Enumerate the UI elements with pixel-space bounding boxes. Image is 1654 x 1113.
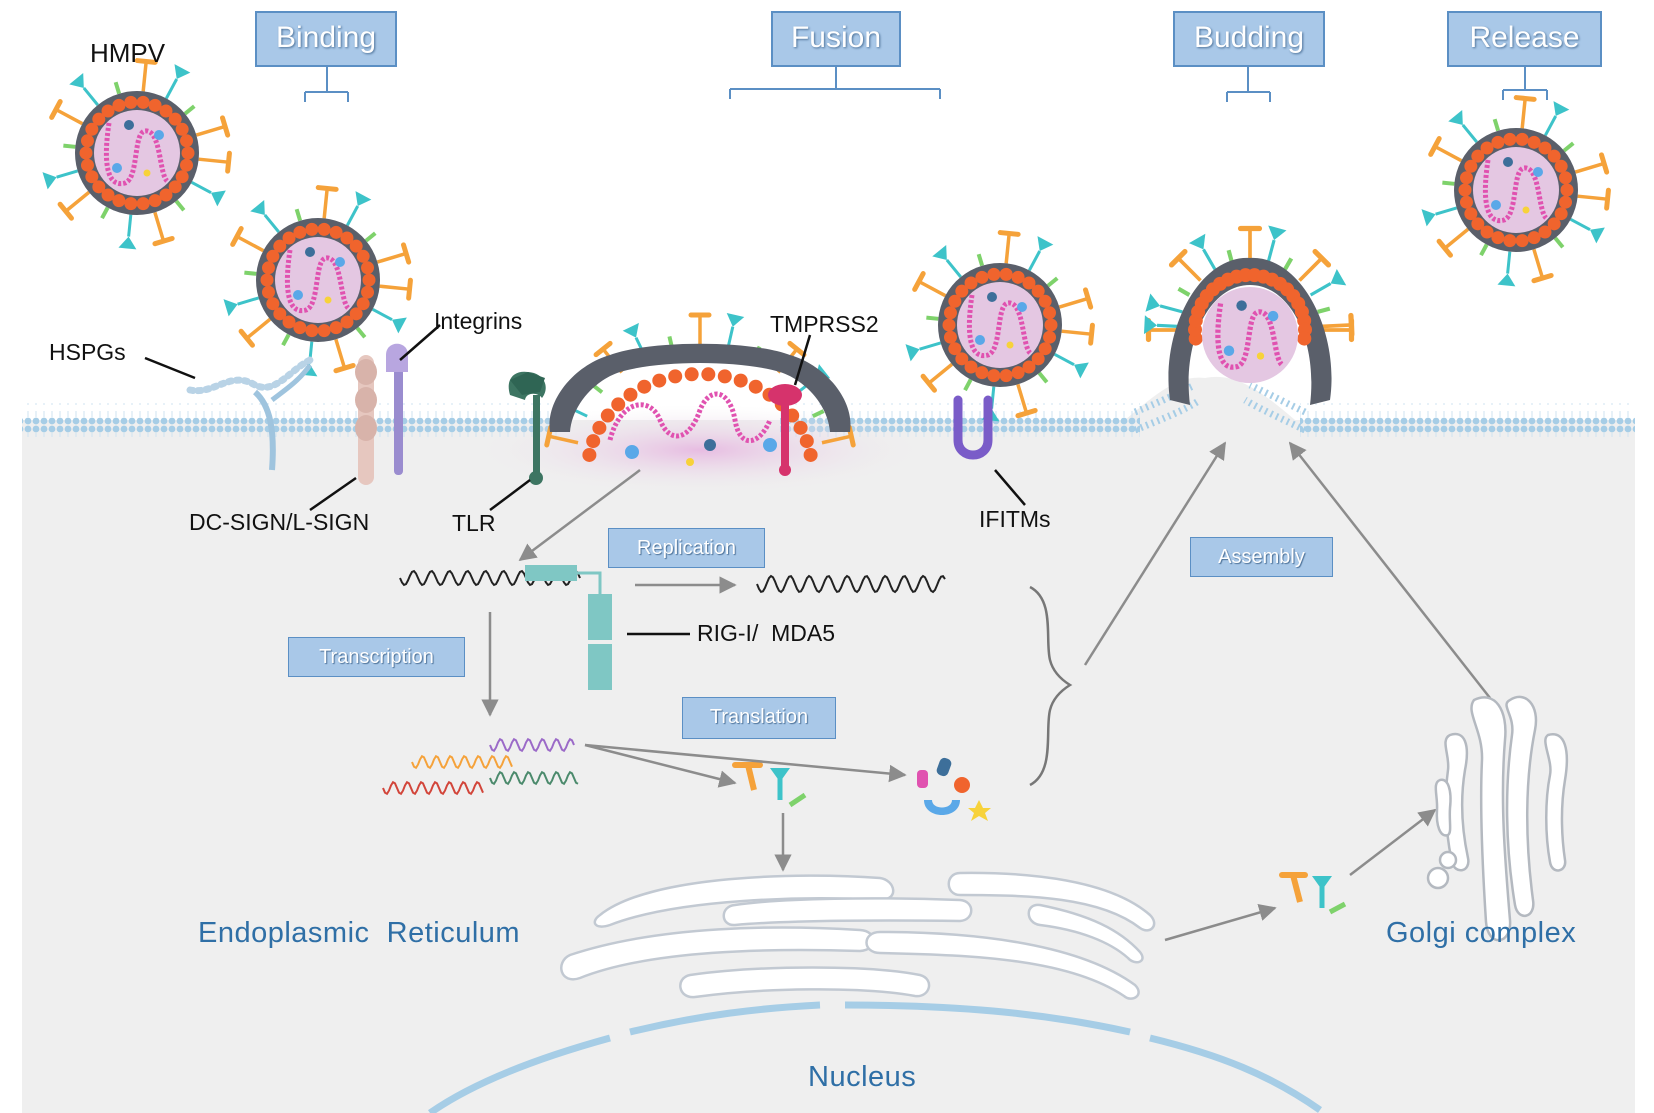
glycoproteins-er xyxy=(732,762,807,808)
process-translation: Translation xyxy=(682,697,836,739)
tmprss2-receptor xyxy=(768,384,802,476)
label-nucleus: Nucleus xyxy=(808,1061,917,1093)
dc-sign-receptor xyxy=(355,355,377,485)
stage-budding: Budding xyxy=(1173,11,1325,67)
hspgs-receptor xyxy=(186,356,314,471)
stage-binding: Binding xyxy=(255,11,397,67)
virus-free-hmpv xyxy=(42,58,232,250)
virus-fusion xyxy=(544,312,856,466)
virus-ifitms xyxy=(905,230,1095,422)
rig-i-mda5 xyxy=(525,565,612,690)
process-transcription: Transcription xyxy=(288,637,465,677)
label-rig-mda5: RIG-I/ MDA5 xyxy=(697,620,836,646)
leader-lines xyxy=(144,324,1026,636)
label-hmpv: HMPV xyxy=(90,38,166,68)
glycoproteins-golgi xyxy=(1279,872,1347,915)
viral-genome xyxy=(399,569,946,594)
fusion-glow xyxy=(470,405,930,495)
label-hspgs: HSPGs xyxy=(49,339,126,365)
golgi-complex xyxy=(1426,695,1569,942)
label-integrins: Integrins xyxy=(434,308,523,334)
label-dc-sign: DC-SIGN/L-SIGN xyxy=(189,509,370,535)
virus-budding xyxy=(1143,225,1355,405)
stage-fusion: Fusion xyxy=(771,11,901,67)
label-endoplasmic-reticulum: Endoplasmic Reticulum xyxy=(198,917,521,949)
flow-arrows xyxy=(481,441,1491,942)
process-assembly: Assembly xyxy=(1190,537,1333,577)
label-tlr: TLR xyxy=(452,510,496,536)
assembly-brace xyxy=(1029,585,1073,787)
virus-release xyxy=(1421,95,1611,287)
ifitms-receptor xyxy=(953,395,993,460)
virus-binding xyxy=(223,185,413,377)
label-golgi-complex: Golgi complex xyxy=(1386,917,1577,949)
nucleus xyxy=(427,1001,1323,1113)
stage-release: Release xyxy=(1447,11,1602,67)
budding-interior xyxy=(1125,376,1295,420)
label-ifitms: IFITMs xyxy=(979,506,1051,532)
label-tmprss2: TMPRSS2 xyxy=(770,311,879,337)
viral-proteins xyxy=(917,757,991,821)
tlr-receptor xyxy=(508,371,546,485)
mrnas xyxy=(382,737,579,796)
integrins-receptor xyxy=(386,343,408,475)
endoplasmic-reticulum xyxy=(560,871,1156,1000)
cell-cytoplasm xyxy=(22,420,1635,1113)
stage-brackets xyxy=(304,67,1548,102)
process-replication: Replication xyxy=(608,528,765,568)
